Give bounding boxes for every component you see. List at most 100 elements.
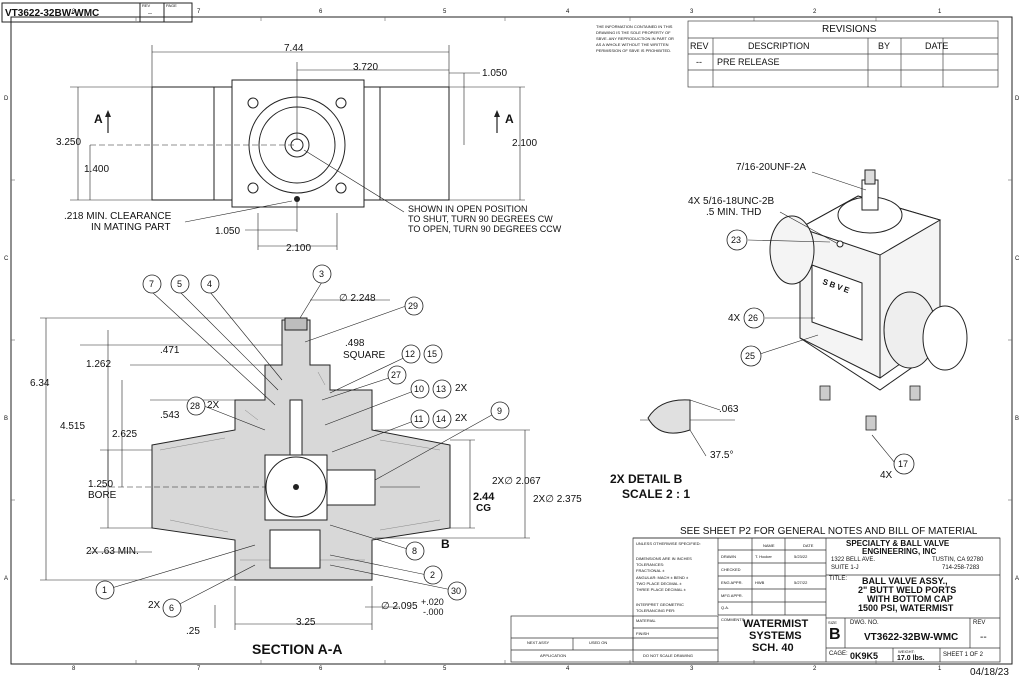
revisions-header-date: DATE	[925, 41, 949, 51]
signoff-date: 5/23/22	[794, 554, 808, 559]
dim-square-text: SQUARE	[343, 350, 386, 361]
dim-543: .543	[160, 410, 180, 421]
revisions-title: REVISIONS	[822, 24, 877, 35]
proprietary-note-line: PERMISSION OF SBVE IS PROHIBITED.	[596, 48, 672, 53]
dim-2625: 2.625	[112, 429, 138, 440]
callout-thread-stem: 7/16-20UNF-2A	[736, 162, 807, 173]
balloon-label: 14	[436, 414, 447, 424]
dim-2067: 2X∅ 2.067	[492, 476, 541, 487]
dim-bottom-1: 1.050	[215, 226, 241, 237]
company-phone: 714-258-7283	[942, 565, 980, 571]
section-mark-right: A	[505, 112, 514, 126]
position-note-line: SHOWN IN OPEN POSITION	[408, 204, 528, 214]
balloon-label: 27	[391, 370, 402, 380]
finish-label: FINISH	[636, 631, 650, 636]
balloon-label: 2	[430, 570, 436, 580]
size-value: B	[829, 626, 841, 643]
revisions-header-description: DESCRIPTION	[748, 41, 810, 51]
detail-mark-b: B	[441, 537, 450, 551]
callout-thread-depth: .5 MIN. THD	[706, 207, 762, 218]
do-not-scale-label: DO NOT SCALE DRAWING	[643, 653, 694, 658]
zone-row-left: A	[4, 576, 9, 582]
revisions-header-rev: REV	[690, 41, 709, 51]
signoff-date: 5/27/22	[794, 580, 808, 585]
zone-col-top: 8	[72, 9, 76, 15]
date-stamp: 04/18/23	[970, 667, 1009, 678]
clearance-note-line: .218 MIN. CLEARANCE	[64, 211, 172, 222]
spec-line: THREE PLACE DECIMAL ±	[636, 587, 686, 592]
dim-right-offset: 1.050	[482, 68, 508, 79]
revisions-header-by: BY	[878, 41, 891, 51]
header-rev-value: --	[148, 11, 152, 17]
detail-b-title: 2X DETAIL B	[610, 472, 683, 486]
title-line: 1500 PSI, WATERMIST	[858, 603, 954, 613]
signoff-name: T. Hocker	[755, 554, 772, 559]
general-notes-line: SEE SHEET P2 FOR GENERAL NOTES AND BILL …	[680, 526, 978, 537]
multiplier-2x: 2X	[455, 413, 468, 424]
multiplier-2x: 2X	[207, 400, 220, 411]
zone-row-right: A	[1015, 576, 1020, 582]
balloon-label: 11	[414, 414, 424, 424]
rev-label: REV	[973, 620, 986, 626]
signoff-name: HWB	[755, 580, 765, 585]
dim-square-value: .498	[345, 338, 365, 349]
signoff-role: CHECKED	[721, 567, 741, 572]
zone-col-top: 2	[813, 9, 817, 15]
company-name: SPECIALTY & BALL VALVE	[846, 539, 950, 548]
balloon-label: 10	[414, 384, 425, 394]
zone-row-right: C	[1015, 256, 1020, 262]
dim-tol-plus: +.020	[421, 597, 444, 607]
dim-634: 6.34	[30, 378, 50, 389]
project-line: SYSTEMS	[749, 630, 802, 642]
signoff-role: MFG APPR.	[721, 593, 743, 598]
balloon-label: 30	[451, 586, 462, 596]
signoff-role: ENG APPR.	[721, 580, 743, 585]
company-address: 1322 BELL AVE.	[831, 557, 876, 563]
callout-4x: 4X	[728, 313, 741, 324]
proprietary-note-line: DRAWING IS THE SOLE PROPERTY OF	[596, 30, 671, 35]
weight-value: 17.0 lbs.	[897, 655, 925, 662]
position-note-line: TO SHUT, TURN 90 DEGREES CW	[408, 214, 553, 224]
detail-b-dim-2: 37.5°	[710, 450, 734, 461]
spec-line: TOLERANCES:	[636, 562, 665, 567]
revision-description: PRE RELEASE	[717, 57, 780, 67]
dim-half: 3.720	[353, 62, 379, 73]
dim-bore-value: 1.250	[88, 479, 114, 490]
zone-col-bottom: 4	[566, 666, 570, 672]
balloon-label: 8	[412, 546, 418, 556]
rev-value: --	[980, 632, 987, 643]
used-on-label: USED ON	[589, 640, 608, 645]
size-label: SIZE	[828, 620, 837, 625]
proprietary-note-line: THE INFORMATION CONTAINED IN THIS	[596, 24, 673, 29]
spec-line: TWO PLACE DECIMAL ±	[636, 581, 682, 586]
balloon-label: 25	[745, 351, 756, 361]
dim-top-diameter: ∅ 2.248	[339, 293, 376, 304]
proprietary-note-line: AS A WHOLE WITHOUT THE WRITTEN	[596, 42, 669, 47]
dim-2375: 2X∅ 2.375	[533, 494, 582, 505]
balloon-label: 3	[319, 269, 325, 279]
balloon-label: 1	[102, 585, 108, 595]
spec-line: UNLESS OTHERWISE SPECIFIED:	[636, 541, 701, 546]
cage-label: CAGE:	[829, 651, 848, 657]
header-part-number: VT3622-32BW-WMC	[5, 8, 100, 19]
zone-col-top: 4	[566, 9, 570, 15]
dim-bottom-2: 2.100	[286, 243, 312, 254]
title-line: WITH BOTTOM CAP	[867, 594, 953, 604]
callout-thread-holes: 4X 5/16-18UNC-2B	[688, 196, 775, 207]
section-mark-left: A	[94, 112, 103, 126]
dim-25: .25	[186, 626, 200, 637]
header-page-label: PAGE	[166, 3, 177, 8]
zone-col-bottom: 6	[319, 666, 323, 672]
signoff-header-name: NAME	[763, 543, 775, 548]
dim-right-height: 2.100	[512, 138, 538, 149]
title-line: 2" BUTT WELD PORTS	[858, 585, 957, 595]
title-line: BALL VALVE ASSY.,	[862, 576, 948, 586]
balloon-label: 17	[898, 459, 909, 469]
sheet-number: SHEET 1 OF 2	[943, 652, 983, 658]
spec-line: ANGULAR: MACH ± BEND ±	[636, 575, 689, 580]
zone-row-right: D	[1015, 96, 1020, 102]
balloon-label: 7	[149, 279, 155, 289]
cage-value: 0K9K5	[850, 651, 879, 661]
